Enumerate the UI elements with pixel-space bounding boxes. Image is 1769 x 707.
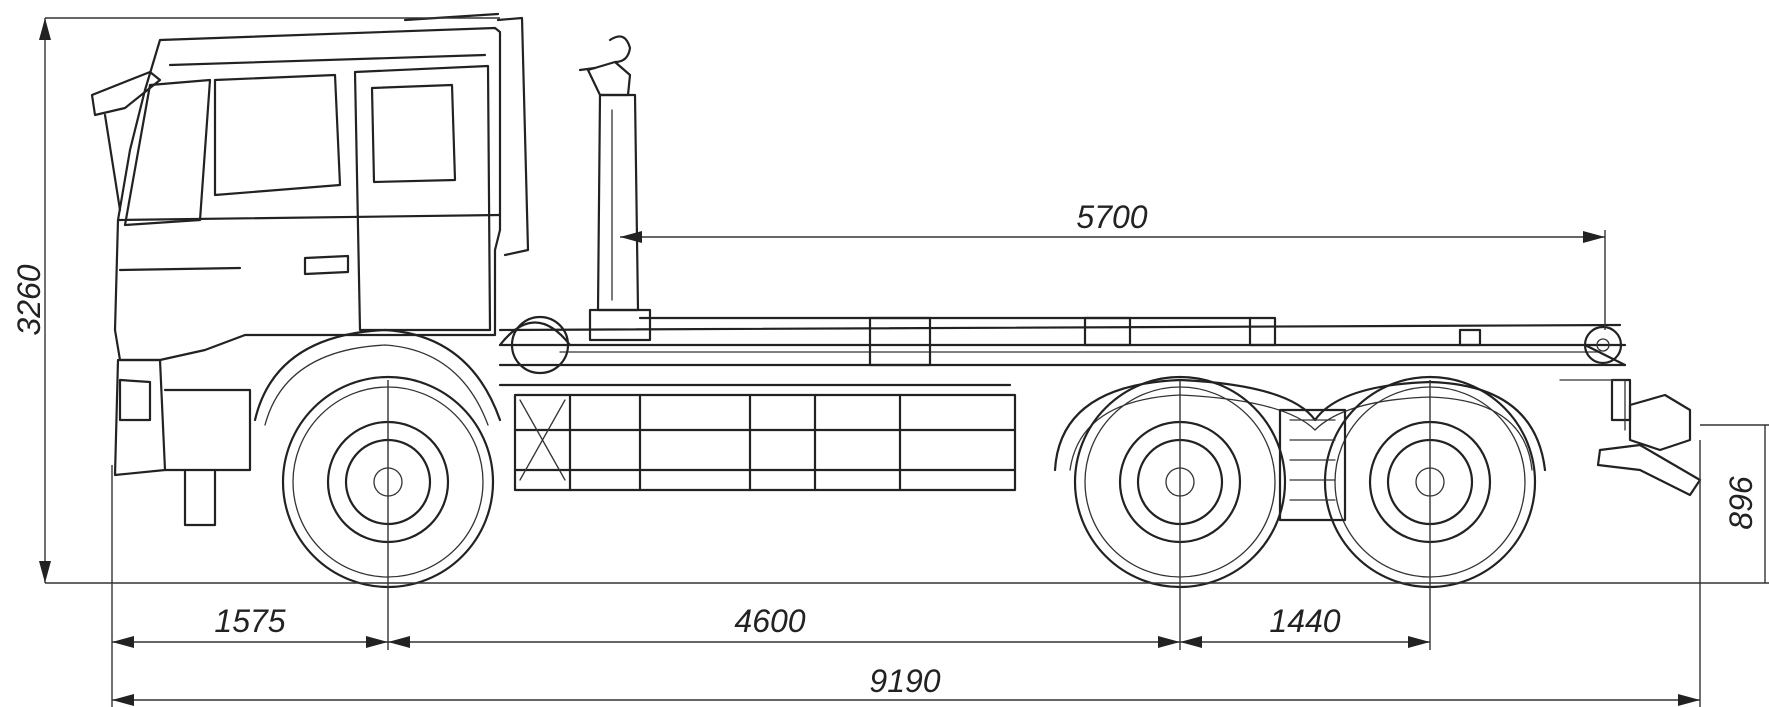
- front-overhang-label: 1575: [214, 603, 285, 639]
- chassis-frame: [498, 316, 1627, 387]
- overall-length-label: 9190: [869, 663, 940, 699]
- rear-hitch: [1559, 378, 1702, 497]
- overall-height-label: 3260: [11, 264, 47, 335]
- rear-axle-spacing-label: 1440: [1269, 603, 1340, 639]
- hook-reach-label: 5700: [1076, 199, 1147, 235]
- wheelbase-label: 4600: [734, 603, 805, 639]
- wheels: [281, 375, 1537, 589]
- rear-fenders: [1053, 378, 1547, 472]
- hooklift-arm: [578, 35, 652, 342]
- dimension-lines: [39, 17, 1769, 707]
- truck-cab: [90, 12, 530, 527]
- hitch-height-label: 896: [1723, 476, 1759, 530]
- side-boxes: [498, 315, 1017, 492]
